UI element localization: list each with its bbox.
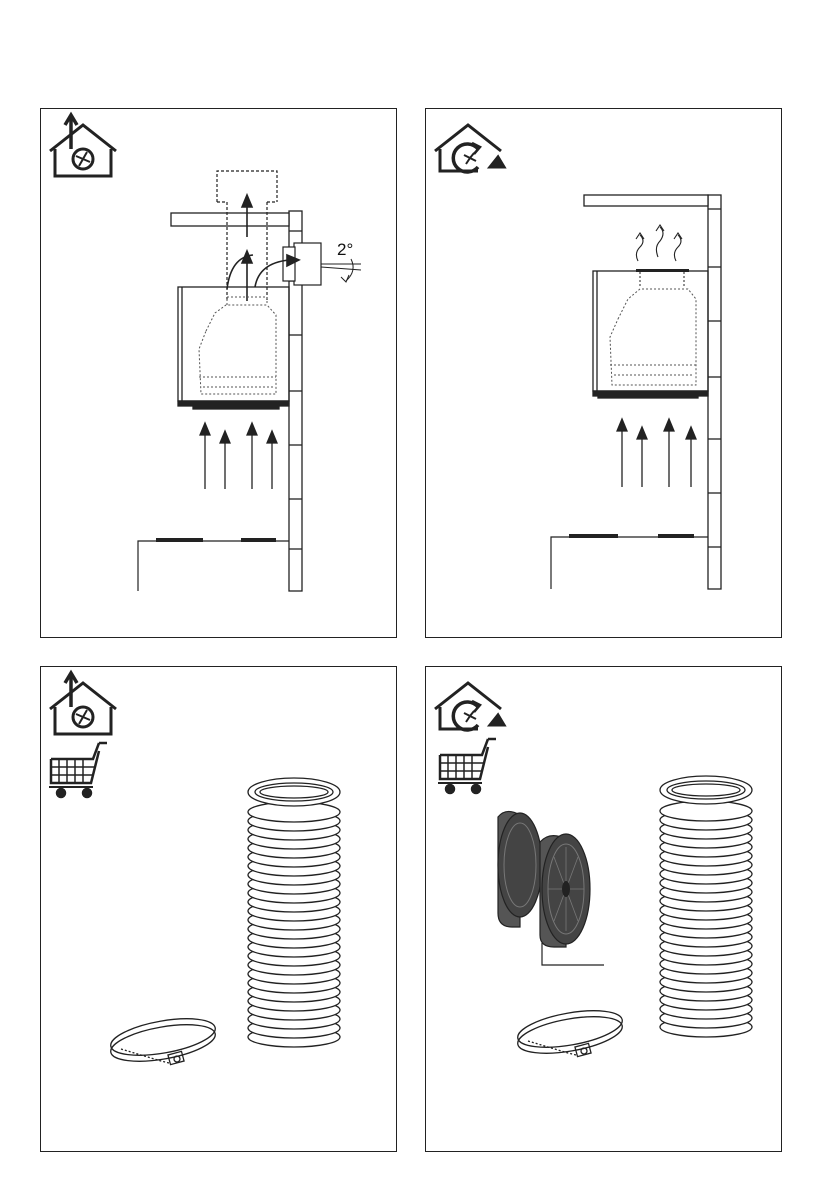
- slope-arc: [346, 259, 353, 281]
- ducted-exhaust-icon: [50, 115, 116, 176]
- flexible-duct-hose: [248, 778, 340, 1047]
- cooktop: [551, 536, 708, 589]
- ducted-accessories-diagram: [41, 667, 398, 1153]
- cooktop: [138, 540, 289, 591]
- wall: [708, 195, 721, 589]
- cooktop-airflow-arrows: [617, 419, 696, 487]
- charcoal-filter-front: [540, 834, 590, 947]
- ducted-installation-diagram: [41, 109, 398, 639]
- hood-motor: [199, 297, 276, 394]
- shopping-cart-icon: [438, 739, 496, 793]
- shopping-cart-icon: [49, 743, 107, 797]
- hose-clamp: [108, 1012, 218, 1068]
- duct-slope-label: 2°: [337, 240, 353, 260]
- hose-inner-rib: [672, 784, 740, 796]
- charcoal-filter-back: [498, 811, 542, 927]
- recirculation-installation-diagram: [426, 109, 783, 639]
- panel-recirculation-accessories: [425, 666, 782, 1152]
- hood-motor: [610, 289, 696, 385]
- flexible-duct-hose: [660, 776, 752, 1037]
- recirculated-air-wisps: [636, 225, 682, 261]
- range-hood: [593, 271, 708, 398]
- hose-clamp: [515, 1004, 625, 1060]
- panel-ducted-installation: 2°: [40, 108, 397, 638]
- recirculation-icon: [435, 125, 504, 172]
- recirculation-icon: [435, 683, 504, 730]
- panel-ducted-accessories: [40, 666, 397, 1152]
- panel-recirculation-installation: [425, 108, 782, 638]
- ducted-exhaust-icon: [50, 673, 116, 734]
- ceiling-slab: [584, 195, 708, 206]
- hose-inner-rib: [260, 786, 328, 798]
- ceiling-slab: [171, 213, 289, 226]
- cooktop-airflow-arrows: [200, 423, 277, 489]
- recirculation-accessories-diagram: [426, 667, 783, 1153]
